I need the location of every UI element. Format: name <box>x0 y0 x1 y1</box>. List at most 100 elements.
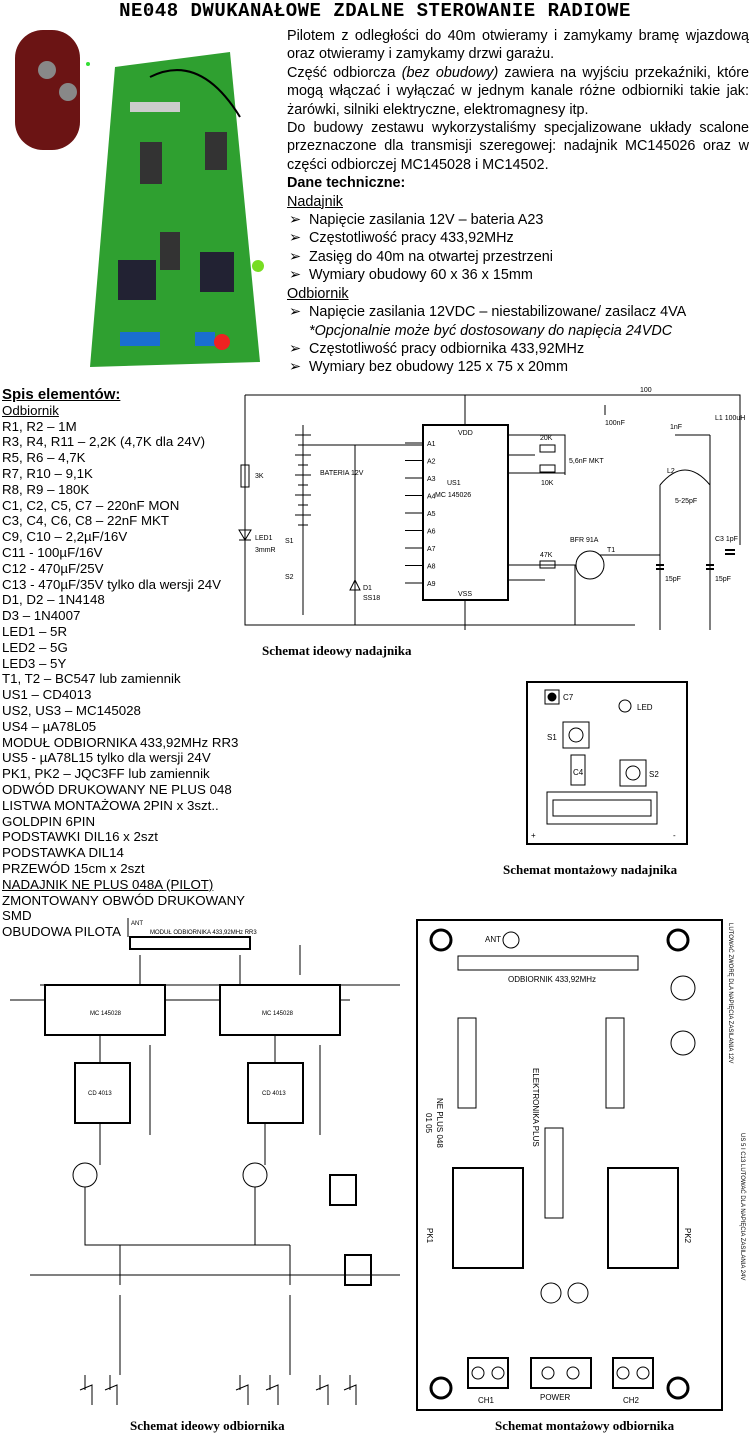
label: + <box>531 831 536 840</box>
text: zawiera na wyjściu przekaźniki, które mo… <box>287 64 749 118</box>
label: S2 <box>649 770 659 779</box>
part-item: LED1 – 5R <box>2 623 68 639</box>
receiver-pcb-layout: ANT ODBIORNIK 433,92MHz ELEKTRONIKA PLUS… <box>416 919 746 1411</box>
part-item: US1 – CD4013 <box>2 687 92 703</box>
transmitter-pcb-layout: C7 LED S1 S2 C4 + - <box>526 681 688 845</box>
part-item: LED3 – 5Y <box>2 655 67 671</box>
spec-note: *Opcjonalnie może być dostosowany do nap… <box>309 322 673 339</box>
label: CD 4013 <box>88 1091 112 1097</box>
label: LED1 <box>255 535 273 542</box>
pin-label: A6 <box>427 529 436 536</box>
label: S2 <box>285 574 294 581</box>
battery-label: BATERIA 12V <box>320 470 364 477</box>
label: CD 4013 <box>262 1091 286 1097</box>
label: POWER <box>540 1393 570 1402</box>
brand-logo-text: ELEKTRONIKA PLUS <box>531 1068 540 1147</box>
part-item: US2, US3 – MC145028 <box>2 702 141 718</box>
part-item: R3, R4, R11 – 2,2K (4,7K dla 24V) <box>2 434 206 450</box>
spec-item: Częstotliwość pracy odbiornika 433,92MHz <box>287 340 749 359</box>
part-item: ODWÓD DRUKOWANY NE PLUS 048 <box>2 781 232 797</box>
label: - <box>673 831 676 840</box>
label: MC 145028 <box>262 1011 294 1017</box>
part-item: LISTWA MONTAŻOWA 2PIN x 3szt.. <box>2 797 219 813</box>
label: S1 <box>285 538 294 545</box>
intro-p3: Do budowy zestawu wykorzystaliśmy specja… <box>287 120 749 173</box>
board-date-label: 01 05 <box>424 1113 433 1134</box>
intro-text: Pilotem z odległości do 40m otwieramy i … <box>287 27 749 377</box>
pin-label: VSS <box>458 591 472 598</box>
part-item: PK1, PK2 – JQC3FF lub zamiennik <box>2 766 210 782</box>
part-item: PODSTAWKA DIL14 <box>2 845 124 861</box>
label: 5-25pF <box>675 498 697 505</box>
part-item: D3 – 1N4007 <box>2 608 81 624</box>
pin-label: A1 <box>427 441 436 448</box>
pin-label: VDD <box>458 430 473 437</box>
label: PK1 <box>425 1228 434 1244</box>
label: ANT <box>131 921 143 927</box>
label: D1 <box>363 585 372 592</box>
page-title: NE048 DWUKANAŁOWE ZDALNE STEROWANIE RADI… <box>119 0 631 22</box>
part-item: PRZEWÓD 15cm x 2szt <box>2 860 145 876</box>
part-item: C1, C2, C5, C7 – 220nF MON <box>2 497 180 513</box>
part-item: R1, R2 – 1M <box>2 418 77 434</box>
label: C3 1pF <box>715 536 738 543</box>
side-note: US 5 I C13 LUTOWAĆ DLA NAPIĘCIA ZASILANI… <box>739 1133 746 1280</box>
part-item: D1, D2 – 1N4148 <box>2 592 105 608</box>
label: PK2 <box>683 1228 692 1244</box>
pin-label: A3 <box>427 476 436 483</box>
label: L1 100uH <box>715 415 745 422</box>
intro-p2: Część odbiorcza (bez obudowy) zawiera na… <box>287 64 749 119</box>
receiver-schematic: ANT MODUŁ ODBIORNIKA 433,92MHz RR3 MC 14… <box>10 918 400 1405</box>
label: 3K <box>255 473 264 480</box>
part-item: C3, C4, C6, C8 – 22nF MKT <box>2 513 170 529</box>
part-item: C9, C10 – 2,2µF/16V <box>2 529 128 545</box>
label: 3mmR <box>255 547 276 554</box>
label: LED <box>637 703 653 712</box>
part-item: C11 - 100µF/16V <box>2 544 103 560</box>
part-item: US4 – µA78L05 <box>2 718 97 734</box>
part-item: US5 - µA78L15 tylko dla wersji 24V <box>2 750 211 766</box>
label: L2 <box>667 468 675 475</box>
part-item: ZMONTOWANY OBWÓD DRUKOWANY SMD <box>2 892 245 924</box>
spec-item: Zasięg do 40m na otwartej przestrzeni <box>287 248 749 267</box>
product-photo <box>0 22 285 372</box>
pin-label: A9 <box>427 581 436 588</box>
part-item: R5, R6 – 4,7K <box>2 450 86 466</box>
parts-heading: Spis elementów: <box>2 386 121 403</box>
part-item: C12 - 470µF/25V <box>2 560 104 576</box>
tech-heading: Dane techniczne: <box>287 175 406 192</box>
part-item: R7, R10 – 9,1K <box>2 465 93 481</box>
label: 20K <box>540 435 553 442</box>
part-item: R8, R9 – 180K <box>2 481 90 497</box>
remote-control-photo <box>15 30 80 150</box>
rx-pcb-caption: Schemat montażowy odbiornika <box>495 1418 675 1433</box>
parts-sub-receiver: Odbiornik <box>2 402 59 418</box>
label: MODUŁ ODBIORNIKA 433,92MHz RR3 <box>150 930 257 936</box>
text: (bez obudowy) <box>401 64 499 81</box>
board-name-label: NE PLUS 048 <box>435 1098 444 1148</box>
part-item: T1, T2 – BC547 lub zamiennik <box>2 671 181 687</box>
label: T1 <box>607 547 615 554</box>
label: 15pF <box>715 576 731 583</box>
rx-specs: Napięcie zasilania 12VDC – niestabilizow… <box>287 303 749 377</box>
spec-item: Wymiary obudowy 60 x 36 x 15mm <box>287 266 749 285</box>
label: 47K <box>540 552 553 559</box>
pin-label: A2 <box>427 459 436 466</box>
pin-label: A7 <box>427 546 436 553</box>
label: SS18 <box>363 595 380 602</box>
label: CH2 <box>623 1396 640 1405</box>
label: 100 <box>640 387 652 394</box>
spec-item: Napięcie zasilania 12VDC – niestabilizow… <box>287 303 749 322</box>
side-note: LUTOWAĆ ZWORĘ DLA NAPIĘCIA ZASILANIA 12V <box>727 923 734 1063</box>
tx-pcb-caption: Schemat montażowy nadajnika <box>503 862 678 877</box>
spec-item: Wymiary bez obudowy 125 x 75 x 20mm <box>287 358 749 377</box>
part-item: LED2 – 5G <box>2 639 68 655</box>
tx-ic-label: US1 <box>447 480 461 487</box>
tx-ic-part: MC 145026 <box>435 492 471 499</box>
tx-heading: Nadajnik <box>287 193 343 210</box>
pcb-photo <box>90 52 260 367</box>
